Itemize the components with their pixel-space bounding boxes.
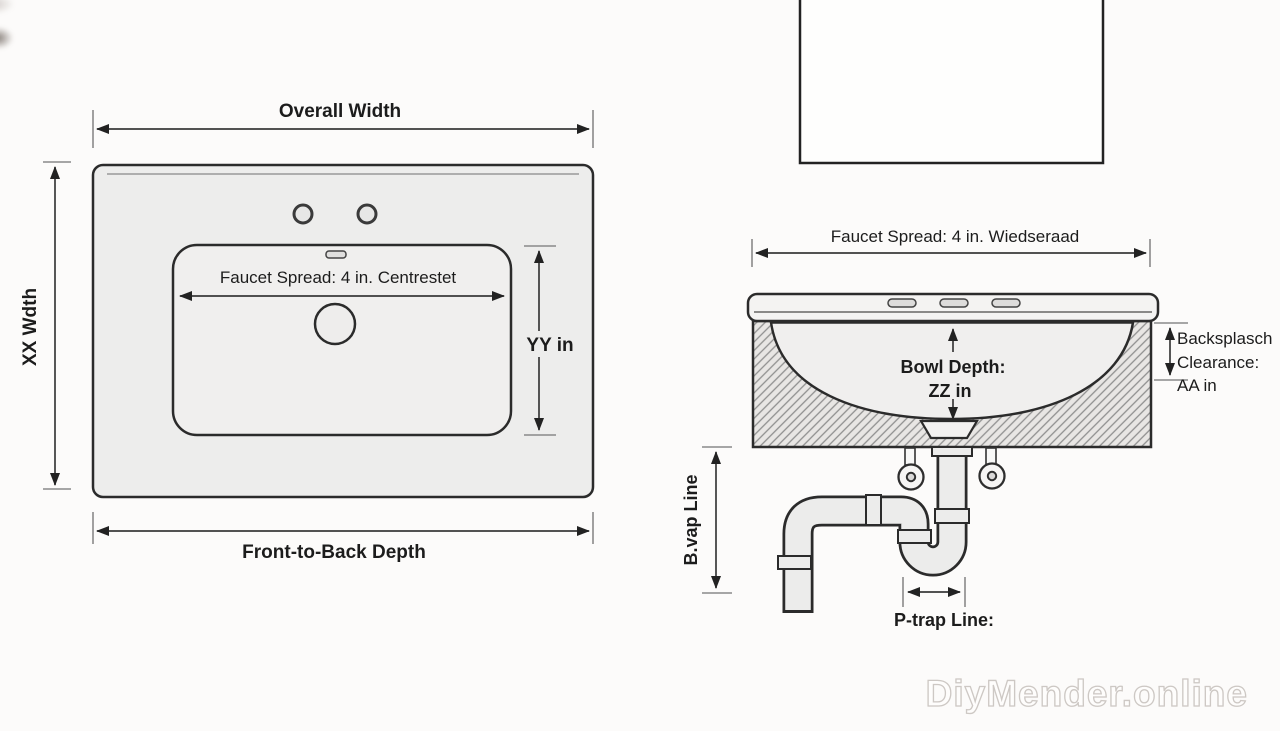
watermark: DiyMender.online bbox=[925, 672, 1248, 714]
faucet-spread-label-section: Faucet Spread: 4 in. Wiedseraad bbox=[831, 227, 1080, 246]
section-view: Faucet Spread: 4 in. Wiedseraad Bowl Dep… bbox=[681, 0, 1272, 630]
top-view: Overall Width XX Wdth Faucet Spread: 4 i… bbox=[20, 101, 595, 563]
faucet-slot-center bbox=[939, 298, 969, 308]
ptrap-line-dimension: P-trap Line: bbox=[894, 577, 994, 630]
front-to-back-dimension: Front-to-Back Depth bbox=[92, 512, 594, 563]
faucet-hole-right bbox=[356, 203, 378, 225]
basin-height-dimension: YY in bbox=[521, 245, 579, 436]
faucet-slot-right bbox=[991, 298, 1021, 308]
bowl-depth-label-line2: ZZ in bbox=[929, 381, 972, 401]
backsplash-label-line3: AA in bbox=[1177, 376, 1217, 395]
backsplash-label-line1: Backsplasch bbox=[1177, 329, 1272, 348]
side-width-label: XX Wdth bbox=[20, 288, 41, 366]
tailpiece-flange bbox=[931, 446, 973, 457]
front-to-back-label: Front-to-Back Depth bbox=[242, 542, 426, 563]
mirror-outline bbox=[798, 0, 1105, 165]
supply-valve-right bbox=[978, 447, 1006, 490]
tailpiece-slip-nut bbox=[934, 508, 970, 524]
faucet-spread-label-top: Faucet Spread: 4 in. Centrestet bbox=[220, 268, 457, 287]
supply-valve-left bbox=[897, 447, 925, 491]
faucet-hole-left bbox=[292, 203, 314, 225]
faucet-slot-left bbox=[887, 298, 917, 308]
backsplash-clearance-dimension: Backsplasch Clearance: AA in bbox=[1154, 322, 1272, 395]
overall-width-label: Overall Width bbox=[279, 101, 401, 122]
bowl-depth-dimension: Bowl Depth: ZZ in bbox=[901, 328, 1006, 420]
faucet-spread-dimension-section: Faucet Spread: 4 in. Wiedseraad bbox=[751, 227, 1151, 267]
basin-height-label: YY in bbox=[526, 335, 573, 356]
backsplash-label-line2: Clearance: bbox=[1177, 353, 1259, 372]
drain-body bbox=[919, 419, 979, 440]
corner-smudge bbox=[0, 0, 56, 70]
side-width-dimension: XX Wdth bbox=[20, 161, 71, 490]
faucet-spread-dimension-top: Faucet Spread: 4 in. Centrestet bbox=[179, 268, 505, 301]
overflow-slot bbox=[325, 250, 347, 259]
drain-hole bbox=[313, 302, 357, 346]
trap-outlet-slip-nut bbox=[897, 529, 932, 544]
trap-height-label: B.vap Line bbox=[681, 474, 701, 565]
ptrap-label: P-trap Line: bbox=[894, 610, 994, 630]
waste-arm-slip-nut bbox=[865, 494, 882, 526]
ptrap-piping bbox=[777, 446, 973, 613]
overall-width-dimension: Overall Width bbox=[92, 101, 594, 148]
trap-height-dimension: B.vap Line bbox=[681, 446, 732, 594]
wall-pipe-slip-nut bbox=[777, 555, 812, 570]
bowl-depth-label-line1: Bowl Depth: bbox=[901, 357, 1006, 377]
